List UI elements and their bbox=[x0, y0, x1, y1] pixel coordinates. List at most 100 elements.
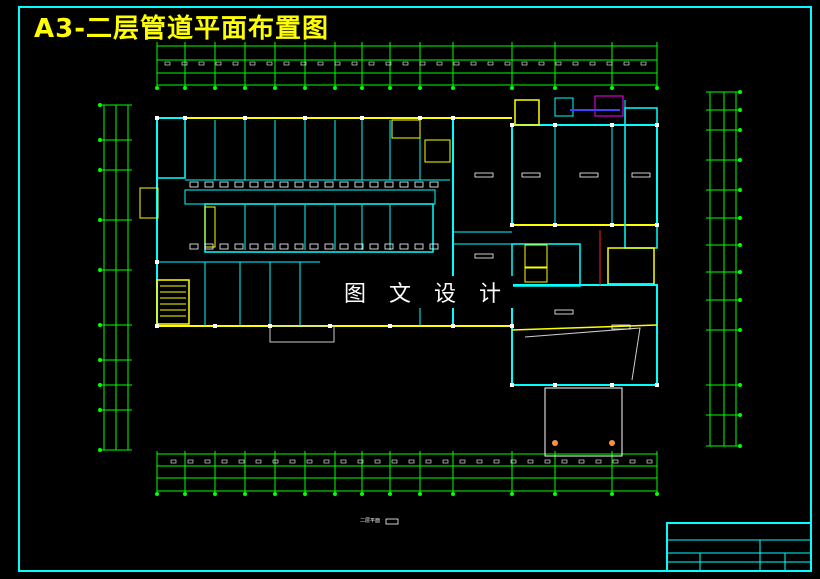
drawing-border bbox=[18, 6, 812, 572]
dimension-text-mark bbox=[300, 61, 307, 66]
dimension-text-mark bbox=[629, 459, 636, 464]
dimension-text-mark bbox=[442, 459, 449, 464]
dimension-text-mark bbox=[204, 459, 211, 464]
fixture bbox=[339, 181, 349, 188]
fixture bbox=[384, 243, 394, 250]
column bbox=[610, 383, 614, 387]
fixture bbox=[324, 243, 334, 250]
axis-marker bbox=[738, 298, 742, 302]
axis-marker bbox=[273, 86, 277, 90]
column bbox=[328, 324, 332, 328]
column bbox=[553, 123, 557, 127]
axis-marker bbox=[388, 86, 392, 90]
dimension-text-mark bbox=[317, 61, 324, 66]
dimension-text-mark bbox=[578, 459, 585, 464]
dimension-text-mark bbox=[487, 61, 494, 66]
axis-marker bbox=[610, 86, 614, 90]
dimension-text-mark bbox=[436, 61, 443, 66]
dimension-text-mark bbox=[357, 459, 364, 464]
fixture bbox=[309, 243, 319, 250]
column bbox=[243, 116, 247, 120]
column bbox=[418, 116, 422, 120]
axis-marker bbox=[451, 86, 455, 90]
axis-marker bbox=[98, 358, 102, 362]
fixture bbox=[474, 172, 494, 178]
axis-marker bbox=[510, 492, 514, 496]
dimension-text-mark bbox=[170, 459, 177, 464]
dimension-text-mark bbox=[187, 459, 194, 464]
fixture bbox=[399, 181, 409, 188]
fixture bbox=[219, 243, 229, 250]
fixture bbox=[384, 181, 394, 188]
fixture bbox=[414, 243, 424, 250]
dimension-text-mark bbox=[408, 459, 415, 464]
axis-marker bbox=[213, 492, 217, 496]
column bbox=[451, 116, 455, 120]
axis-marker bbox=[243, 492, 247, 496]
fixture bbox=[249, 243, 259, 250]
axis-marker bbox=[183, 492, 187, 496]
axis-marker bbox=[213, 86, 217, 90]
dimension-text-mark bbox=[249, 61, 256, 66]
column bbox=[610, 123, 614, 127]
fixture bbox=[552, 440, 558, 446]
fixture bbox=[429, 181, 439, 188]
axis-marker bbox=[243, 86, 247, 90]
dimension-text-mark bbox=[255, 459, 262, 464]
axis-marker bbox=[98, 168, 102, 172]
axis-marker bbox=[738, 216, 742, 220]
fixture bbox=[474, 253, 494, 259]
column bbox=[183, 116, 187, 120]
axis-marker bbox=[360, 492, 364, 496]
column bbox=[553, 223, 557, 227]
column bbox=[510, 123, 514, 127]
axis-marker bbox=[553, 86, 557, 90]
dimension-text-mark bbox=[323, 459, 330, 464]
dimension-text-mark bbox=[221, 459, 228, 464]
axis-marker bbox=[155, 86, 159, 90]
dimension-text-mark bbox=[351, 61, 358, 66]
axis-marker bbox=[510, 86, 514, 90]
fixture bbox=[354, 181, 364, 188]
dimension-text-mark bbox=[453, 61, 460, 66]
top-dimension-lines bbox=[155, 42, 659, 90]
dimension-text-mark bbox=[419, 61, 426, 66]
column bbox=[155, 260, 159, 264]
axis-marker bbox=[98, 268, 102, 272]
dimension-text-mark bbox=[272, 459, 279, 464]
fixture bbox=[399, 243, 409, 250]
dimension-text-mark bbox=[334, 61, 341, 66]
fixture bbox=[264, 243, 274, 250]
axis-marker bbox=[388, 492, 392, 496]
column bbox=[655, 123, 659, 127]
dimension-text-mark bbox=[555, 61, 562, 66]
fixture bbox=[294, 243, 304, 250]
dimension-text-mark bbox=[232, 61, 239, 66]
dimension-text-mark bbox=[572, 61, 579, 66]
title-block bbox=[666, 522, 812, 572]
dimension-text-mark bbox=[238, 459, 245, 464]
fixture bbox=[579, 172, 599, 178]
fixture bbox=[249, 181, 259, 188]
axis-marker bbox=[738, 90, 742, 94]
dimension-text-mark bbox=[470, 61, 477, 66]
fixture bbox=[429, 243, 439, 250]
dimension-text-mark bbox=[623, 61, 630, 66]
axis-marker bbox=[738, 328, 742, 332]
dimension-text-mark bbox=[640, 61, 647, 66]
dimension-text-mark bbox=[385, 61, 392, 66]
axis-marker bbox=[738, 243, 742, 247]
column bbox=[510, 223, 514, 227]
axis-marker bbox=[98, 138, 102, 142]
fixture bbox=[279, 243, 289, 250]
axis-marker bbox=[155, 492, 159, 496]
fixture bbox=[611, 324, 631, 330]
dimension-text-mark bbox=[306, 459, 313, 464]
axis-marker bbox=[333, 86, 337, 90]
fixture bbox=[414, 181, 424, 188]
dimension-text-mark bbox=[527, 459, 534, 464]
fixture bbox=[264, 181, 274, 188]
dimension-text-mark bbox=[612, 459, 619, 464]
